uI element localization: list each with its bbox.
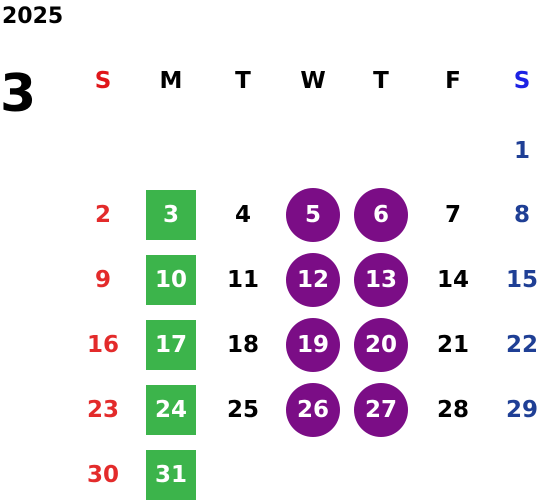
day-cell-3[interactable]: 3 bbox=[146, 190, 196, 240]
day-cell-30[interactable]: 30 bbox=[86, 462, 119, 488]
day-cell-29[interactable]: 29 bbox=[505, 397, 538, 423]
weekday-header-6: S bbox=[513, 68, 531, 94]
day-cell-5[interactable]: 5 bbox=[286, 188, 340, 242]
year-label: 2025 bbox=[2, 4, 64, 29]
day-cell-10[interactable]: 10 bbox=[146, 255, 196, 305]
day-cell-31[interactable]: 31 bbox=[146, 450, 196, 500]
day-cell-28[interactable]: 28 bbox=[436, 397, 469, 423]
weekday-header-4: T bbox=[373, 68, 389, 94]
weekday-header-5: F bbox=[445, 68, 461, 94]
day-cell-11[interactable]: 11 bbox=[226, 267, 259, 293]
day-cell-7[interactable]: 7 bbox=[444, 202, 461, 228]
day-cell-26[interactable]: 26 bbox=[286, 383, 340, 437]
day-cell-25[interactable]: 25 bbox=[226, 397, 259, 423]
day-cell-17[interactable]: 17 bbox=[146, 320, 196, 370]
day-cell-8[interactable]: 8 bbox=[513, 202, 530, 228]
day-cell-6[interactable]: 6 bbox=[354, 188, 408, 242]
day-cell-24[interactable]: 24 bbox=[146, 385, 196, 435]
day-cell-1[interactable]: 1 bbox=[513, 138, 530, 164]
day-cell-18[interactable]: 18 bbox=[226, 332, 259, 358]
weekday-header-1: M bbox=[159, 68, 183, 94]
day-cell-22[interactable]: 22 bbox=[505, 332, 538, 358]
day-cell-23[interactable]: 23 bbox=[86, 397, 119, 423]
weekday-header-0: S bbox=[94, 68, 112, 94]
day-cell-20[interactable]: 20 bbox=[354, 318, 408, 372]
day-cell-15[interactable]: 15 bbox=[505, 267, 538, 293]
day-cell-14[interactable]: 14 bbox=[436, 267, 469, 293]
month-number: 3 bbox=[0, 64, 37, 124]
day-cell-19[interactable]: 19 bbox=[286, 318, 340, 372]
day-cell-12[interactable]: 12 bbox=[286, 253, 340, 307]
day-cell-13[interactable]: 13 bbox=[354, 253, 408, 307]
day-cell-9[interactable]: 9 bbox=[94, 267, 111, 293]
day-cell-27[interactable]: 27 bbox=[354, 383, 408, 437]
weekday-header-2: T bbox=[235, 68, 251, 94]
day-cell-4[interactable]: 4 bbox=[234, 202, 251, 228]
day-cell-16[interactable]: 16 bbox=[86, 332, 119, 358]
day-cell-21[interactable]: 21 bbox=[436, 332, 469, 358]
weekday-header-3: W bbox=[300, 68, 326, 94]
day-cell-2[interactable]: 2 bbox=[94, 202, 111, 228]
